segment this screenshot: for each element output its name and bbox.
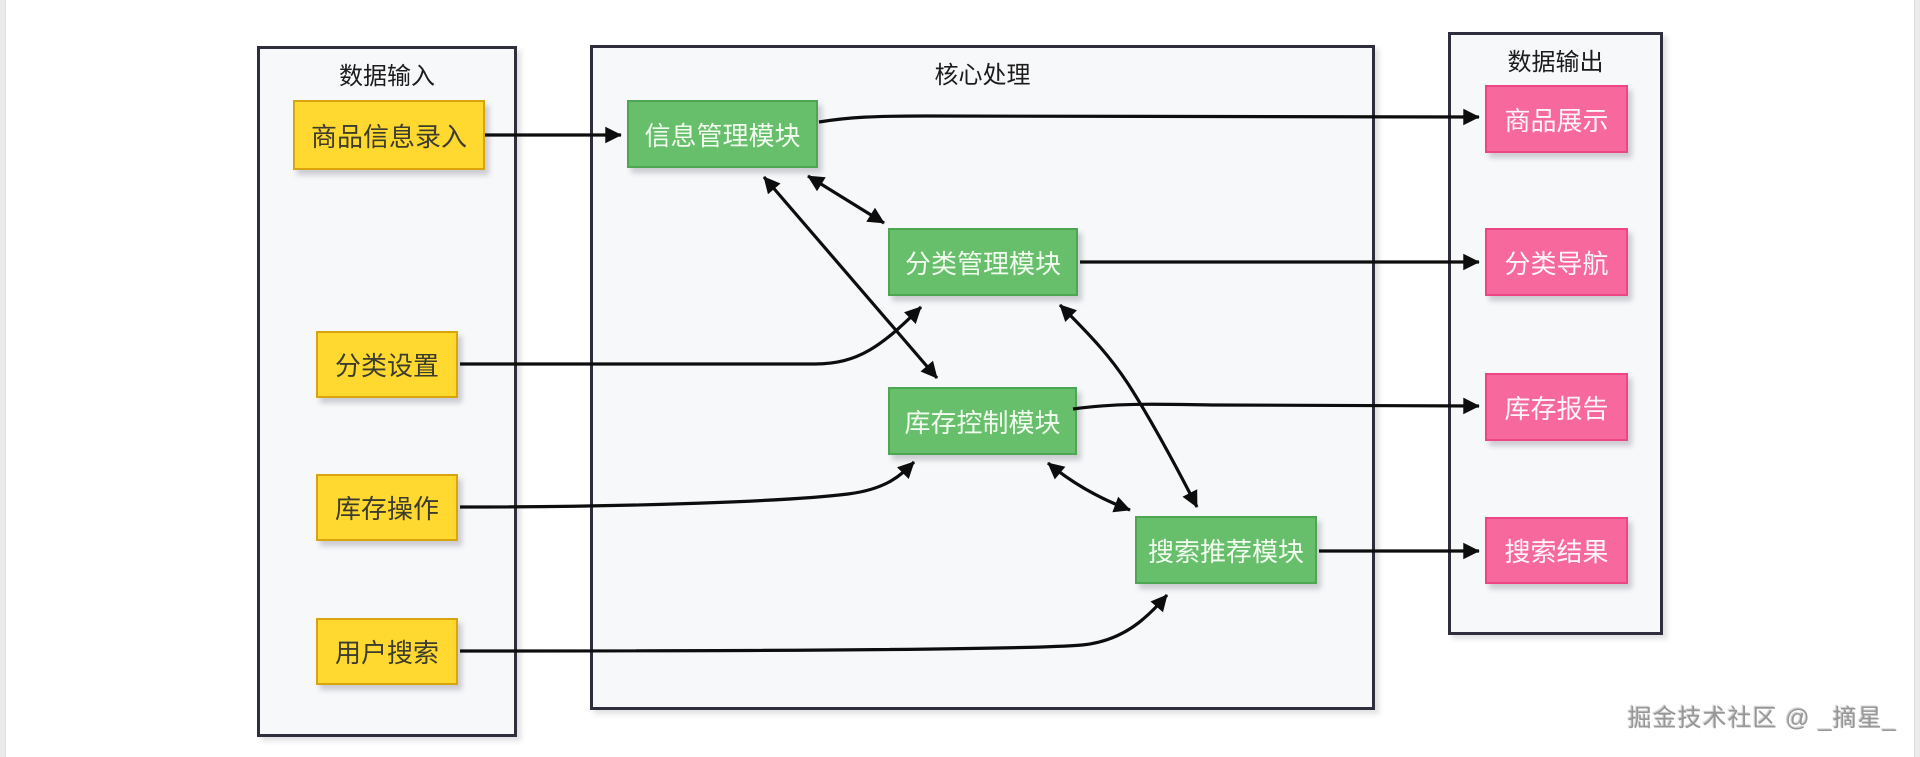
node-label: 搜索结果 [1504,537,1609,567]
left-scrollbar-track[interactable] [0,0,6,757]
node-inventory-report: 库存报告 [1485,373,1628,441]
node-label: 商品信息录入 [310,121,467,152]
node-category-navigation: 分类导航 [1485,228,1628,296]
node-category-settings: 分类设置 [316,331,458,398]
node-inventory-operations: 库存操作 [316,474,458,541]
node-label: 分类设置 [334,351,439,381]
node-label: 搜索推荐模块 [1147,536,1304,567]
node-label: 库存报告 [1504,393,1609,424]
group-data-input-title: 数据输入 [339,63,435,90]
node-info-management-module: 信息管理模块 [627,100,818,168]
group-core-processing-title: 核心处理 [934,62,1031,89]
node-product-info-entry: 商品信息录入 [293,100,485,170]
node-label: 用户搜索 [334,638,439,668]
node-search-results: 搜索结果 [1485,517,1628,584]
node-user-search: 用户搜索 [316,618,458,685]
node-label: 分类管理模块 [904,248,1061,279]
node-label: 信息管理模块 [644,120,801,151]
node-label: 分类导航 [1504,248,1609,279]
node-search-recommendation-module: 搜索推荐模块 [1135,516,1317,584]
right-scrollbar-track[interactable] [1914,0,1920,757]
node-product-display: 商品展示 [1485,85,1628,153]
node-inventory-control-module: 库存控制模块 [888,387,1077,455]
node-label: 库存控制模块 [904,407,1061,438]
node-label: 商品展示 [1504,105,1609,136]
group-data-output-title: 数据输出 [1507,49,1604,76]
node-category-management-module: 分类管理模块 [888,228,1078,296]
watermark: 掘金技术社区 @ _摘星_ [1627,705,1897,732]
node-label: 库存操作 [334,494,439,524]
